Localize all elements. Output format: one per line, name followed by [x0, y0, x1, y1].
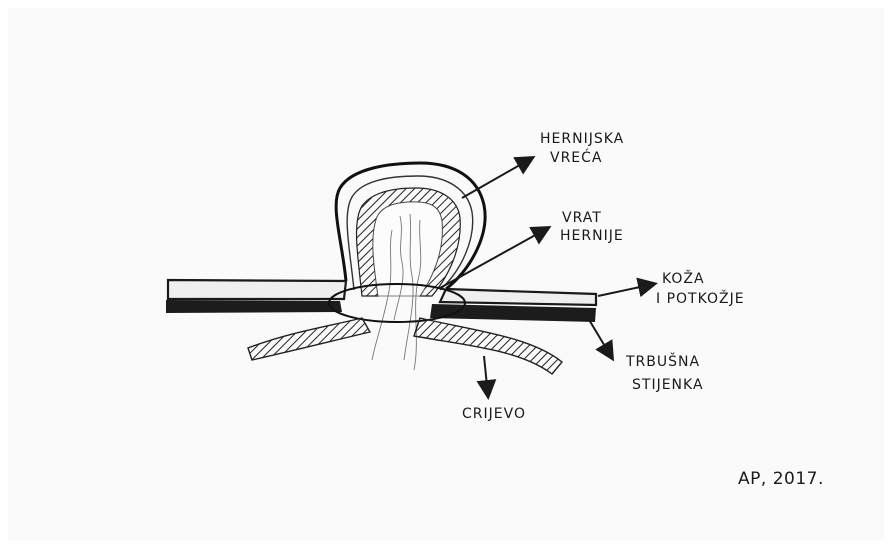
intestine — [248, 318, 562, 374]
label-wall-line2: STIJENKA — [632, 377, 704, 393]
sac-arrow — [462, 158, 532, 198]
label-sac-line1: HERNIJSKA — [540, 131, 624, 147]
intestine-arrow — [484, 356, 488, 396]
skin-arrow — [598, 284, 654, 296]
label-wall-line1: TRBUŠNA — [625, 352, 700, 370]
label-neck-line2: HERNIJE — [560, 228, 624, 244]
label-skin-line1: KOŽA — [662, 269, 705, 287]
label-sac-line2: VREĆA — [550, 148, 603, 166]
signature: AP, 2017. — [738, 469, 824, 489]
wall-arrow — [588, 318, 612, 358]
label-intestine: CRIJEVO — [462, 406, 526, 422]
label-neck-line1: VRAT — [562, 210, 602, 226]
label-skin-line2: I POTKOŽJE — [656, 289, 745, 307]
